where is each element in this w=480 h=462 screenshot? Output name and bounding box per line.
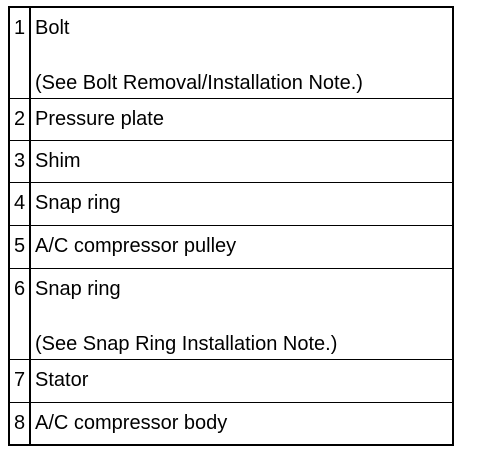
item-label: Stator: [35, 369, 89, 391]
table-row: 2 Pressure plate: [8, 98, 454, 141]
item-label: Shim: [35, 150, 81, 172]
table-row: 4 Snap ring: [8, 182, 454, 226]
item-number: 3: [8, 140, 31, 183]
item-number: 7: [8, 359, 31, 403]
item-description: A/C compressor pulley: [29, 225, 454, 269]
item-label: A/C compressor body: [35, 412, 228, 434]
item-description: Shim: [29, 140, 454, 183]
item-number: 2: [8, 98, 31, 141]
item-description: Stator: [29, 359, 454, 403]
parts-legend-table: 1 Bolt (See Bolt Removal/Installation No…: [8, 6, 454, 446]
item-description: Snap ring: [29, 182, 454, 226]
item-description: Pressure plate: [29, 98, 454, 141]
item-label: Bolt: [35, 17, 70, 39]
item-description: Snap ring (See Snap Ring Installation No…: [29, 268, 454, 360]
table-row: 7 Stator: [8, 359, 454, 403]
table-row: 1 Bolt (See Bolt Removal/Installation No…: [8, 6, 454, 99]
item-description: Bolt (See Bolt Removal/Installation Note…: [29, 6, 454, 99]
table-row: 3 Shim: [8, 140, 454, 183]
item-label: Snap ring: [35, 192, 121, 214]
item-number: 4: [8, 182, 31, 226]
item-number: 8: [8, 402, 31, 446]
item-label: Pressure plate: [35, 108, 164, 130]
item-number: 6: [8, 268, 31, 360]
item-number: 1: [8, 6, 31, 99]
table-row: 5 A/C compressor pulley: [8, 225, 454, 269]
item-note: (See Snap Ring Installation Note.): [35, 333, 338, 355]
table-row: 6 Snap ring (See Snap Ring Installation …: [8, 268, 454, 360]
item-number: 5: [8, 225, 31, 269]
item-description: A/C compressor body: [29, 402, 454, 446]
table-row: 8 A/C compressor body: [8, 402, 454, 446]
item-note: (See Bolt Removal/Installation Note.): [35, 72, 363, 94]
item-label: A/C compressor pulley: [35, 235, 237, 257]
item-label: Snap ring: [35, 278, 121, 300]
